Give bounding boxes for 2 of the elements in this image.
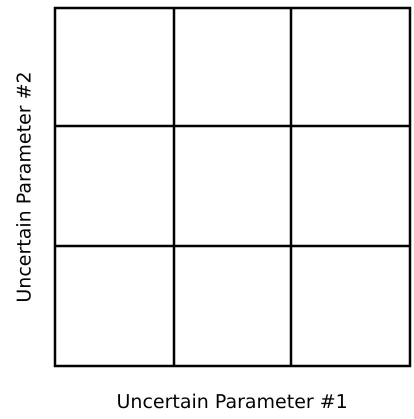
axis-label: Uncertain Parameter #2 <box>13 71 36 303</box>
axis-label: Uncertain Parameter #1 <box>116 391 348 413</box>
